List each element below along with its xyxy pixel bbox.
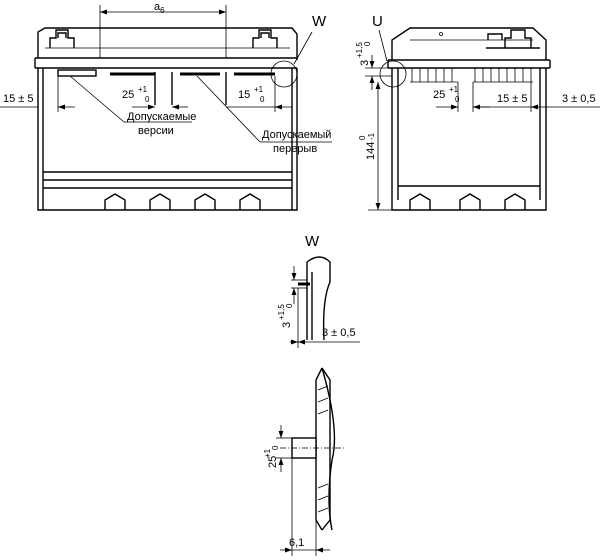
detail-w-rib-base: 3	[281, 322, 293, 328]
side-height-dim-base: 144	[365, 142, 377, 160]
detail-w-title: W	[305, 233, 320, 250]
side-rib-dim-lower: 0	[363, 41, 372, 46]
side-height-dim-upper: 0	[358, 135, 367, 140]
side-height-dim-lower: -1	[367, 132, 376, 140]
side-edge-offset-label: 3 ± 0,5	[562, 93, 596, 105]
detail-w-rib-lower: 0	[285, 303, 294, 308]
front-pos-dim-label: 25	[122, 89, 134, 101]
front-left-offset-label: 15 ± 5	[3, 93, 34, 105]
front-pos-dim-upper: +1	[138, 85, 148, 94]
callout-gap-line2: перерыв	[273, 143, 317, 155]
front-view	[34, 27, 298, 211]
detail-u-height-base: 25	[267, 456, 279, 468]
detail-u-depth-label: 6,1	[289, 537, 304, 549]
side-mid-offset-label: 15 ± 5	[497, 93, 528, 105]
side-rib-dim-base: 3	[359, 60, 371, 66]
side-pos-dim-upper: +1	[449, 85, 459, 94]
callouts: Допускаемые версии Допускаемый перерыв W	[69, 13, 332, 155]
side-view	[387, 27, 551, 211]
front-mid-dim-label: 15	[238, 89, 250, 101]
detail-w: W 3 +1,5 0 3 ± 0,5	[277, 233, 360, 348]
width-dim-label: a6	[154, 1, 165, 15]
front-mid-dim-lower: 0	[260, 95, 265, 104]
detail-w-rib-upper: +1,5	[277, 304, 286, 320]
side-dimensions: U 3 +1,5 0 144 0 -1 25 +1 0 15 ± 5 3 ± 0…	[355, 13, 600, 211]
side-pos-dim-lower: 0	[455, 95, 460, 104]
callout-gap-line1: Допускаемый	[262, 129, 331, 141]
front-dimensions: a6 15 ± 5 25 +1 0 15 +1 0	[0, 1, 292, 112]
detail-u-height-upper: +1	[263, 448, 272, 458]
callout-versions-line1: Допускаемые	[127, 111, 196, 123]
detail-u-marker: U	[372, 13, 383, 30]
side-pos-dim-base: 25	[433, 89, 445, 101]
detail-u: 25 +1 0 6,1	[263, 367, 345, 556]
detail-w-depth-label: 3 ± 0,5	[322, 327, 356, 339]
callout-versions-line2: версии	[138, 125, 174, 137]
detail-u-height-lower: 0	[271, 445, 280, 450]
front-mid-dim-upper: +1	[254, 85, 264, 94]
side-rib-dim-upper: +1,5	[355, 42, 364, 58]
front-pos-dim-lower: 0	[145, 95, 150, 104]
detail-w-marker: W	[312, 13, 327, 30]
